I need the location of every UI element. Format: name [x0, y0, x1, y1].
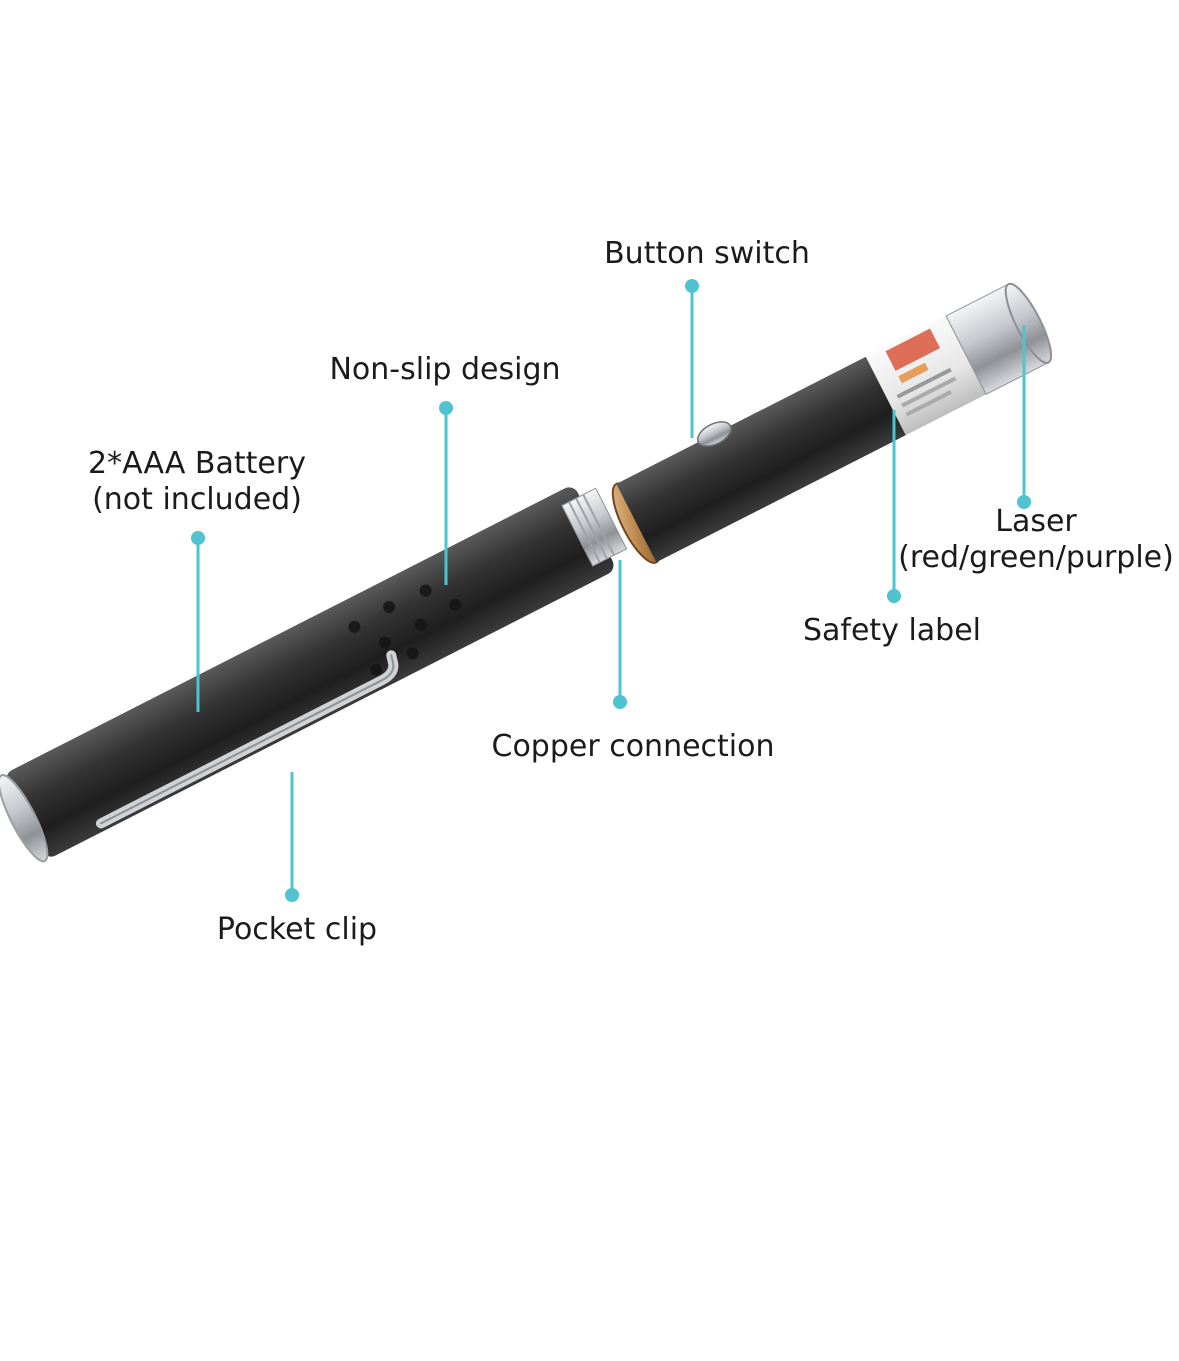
- callout-text-line: (red/green/purple): [898, 540, 1174, 575]
- leader-pocket-clip-dot: [285, 888, 299, 902]
- label-non-slip-design: Non-slip design: [329, 352, 560, 388]
- label-copper-connection: Copper connection: [491, 729, 774, 765]
- end-cap: [0, 774, 49, 863]
- label-pocket-clip: Pocket clip: [217, 912, 377, 948]
- laser-aperture: [1004, 282, 1053, 364]
- callout-text-line: Copper connection: [491, 729, 775, 764]
- callout-text-line: 2*AAA Battery: [88, 446, 306, 481]
- callout-text-line: (not included): [92, 482, 302, 517]
- safety-label-band: [865, 315, 986, 436]
- callout-text-line: Safety label: [802, 613, 982, 648]
- callout-text-line: Button switch: [604, 236, 810, 271]
- leader-laser-dot: [1017, 495, 1031, 509]
- callout-leaders: [191, 279, 1031, 902]
- label-button-switch: Button switch: [604, 236, 810, 272]
- leader-copper-dot: [613, 695, 627, 709]
- leader-battery-dot: [191, 531, 205, 545]
- rear-body-tube: [0, 487, 628, 863]
- non-slip-dots: [348, 584, 462, 676]
- label-laser: Laser(red/green/purple): [898, 504, 1174, 576]
- label-battery: 2*AAA Battery(not included): [88, 446, 306, 518]
- label-safety-label: Safety label: [803, 613, 981, 649]
- callout-text-line: Pocket clip: [216, 912, 378, 947]
- button-switch: [696, 421, 732, 447]
- callout-text-line: Laser: [995, 504, 1077, 539]
- leader-non-slip-dot: [439, 401, 453, 415]
- leader-safety-label-dot: [887, 589, 901, 603]
- leader-button-switch-dot: [685, 279, 699, 293]
- callout-text-line: Non-slip design: [329, 352, 561, 387]
